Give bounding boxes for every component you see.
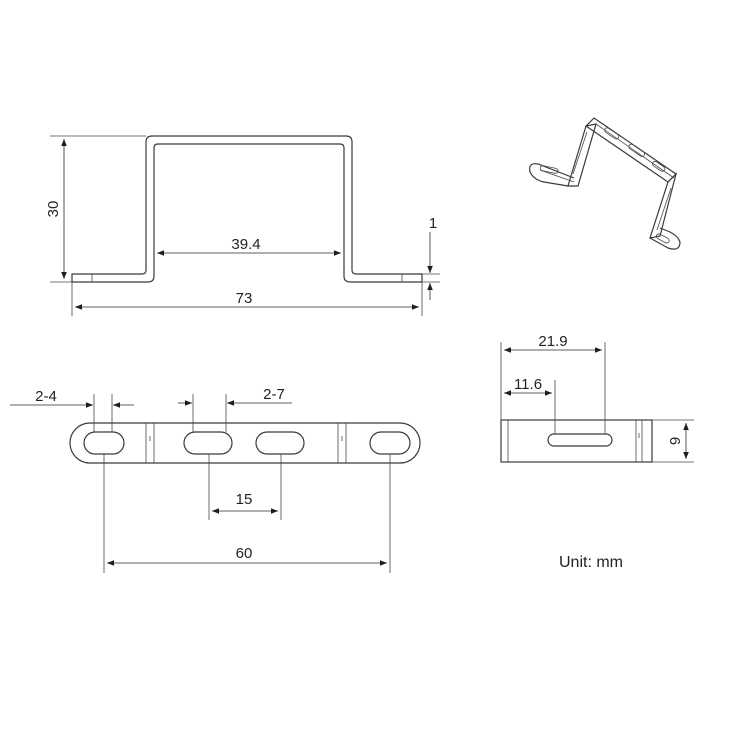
isometric-view — [529, 117, 681, 250]
dim-bracket-width-label: 9 — [667, 437, 684, 445]
slot-1 — [83, 431, 125, 455]
slot-3 — [255, 431, 305, 455]
unit-label: Unit: mm — [559, 554, 623, 571]
dim-slot-length-label: 2-7 — [263, 386, 285, 403]
flat-pattern-view: 2-4 2-7 15 60 — [10, 386, 421, 573]
dim-slot-width-label: 2-4 — [35, 388, 57, 405]
dim-slot-span-label: 60 — [236, 545, 253, 562]
front-view: 30 39.4 73 1 — [45, 135, 440, 316]
dim-offset-slot-label: 11.6 — [514, 376, 542, 393]
slot-4 — [369, 431, 411, 455]
iso-right-foot — [649, 227, 681, 250]
iso-left-foot — [529, 163, 575, 187]
dim-slot-pitch-label: 15 — [236, 491, 253, 508]
slot-2 — [183, 431, 233, 455]
dim-inner-width-label: 39.4 — [231, 236, 260, 253]
bracket-profile-outer — [71, 135, 423, 283]
dim-thickness-label: 1 — [429, 215, 437, 232]
flat-strip-outline — [69, 422, 421, 464]
side-plate — [500, 419, 653, 463]
dim-offset-total-label: 21.9 — [538, 333, 567, 350]
side-view: 21.9 11.6 9 — [500, 333, 694, 463]
dim-height-label: 30 — [45, 201, 62, 218]
dim-overall-width-label: 73 — [236, 290, 253, 307]
side-slot — [547, 433, 613, 447]
